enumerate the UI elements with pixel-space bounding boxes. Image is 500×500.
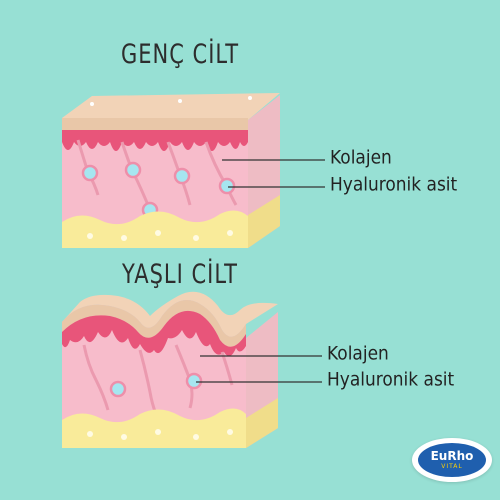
aged-hyaluronic-molecule (109, 380, 127, 398)
aged-side-fat (246, 398, 278, 448)
logo-badge: EuRho VITAL (418, 443, 486, 477)
young-fat-dot (193, 235, 199, 241)
aged-hyaluronic-molecule (185, 372, 203, 390)
young-hyaluronic-molecule (81, 164, 99, 182)
aged-fat-dot (87, 431, 93, 437)
aged-fat-layer (62, 408, 246, 448)
aged-collagen-fiber (138, 349, 158, 415)
young-hyaluronic-label: Hyaluronik asit (330, 173, 458, 197)
young-fat-dot (227, 230, 233, 236)
young-papillae (62, 130, 248, 151)
young-side-fat (248, 195, 280, 248)
young-fat-layer (62, 210, 248, 248)
logo-sub-text: VITAL (441, 463, 463, 470)
eurho-vital-logo: EuRho VITAL (412, 438, 492, 482)
aged-fat-dot (193, 434, 199, 440)
young-hyaluronic-molecule (124, 161, 142, 179)
young-hyaluronic-molecule (173, 167, 191, 185)
aged-fat-dot (155, 429, 161, 435)
young-skin-title: GENÇ CİLT (120, 39, 240, 69)
aged-skin-block (62, 291, 322, 448)
aged-hyaluronic-label: Hyaluronik asit (327, 368, 455, 392)
young-collagen-label: Kolajen (330, 146, 392, 170)
young-pore (90, 102, 94, 106)
young-skin-block (62, 93, 325, 248)
young-top-face (62, 93, 280, 120)
logo-brand-text: EuRho (430, 449, 474, 463)
aged-top-face (62, 291, 278, 337)
young-hyaluronic-molecule (218, 177, 236, 195)
aged-fat-dot (121, 434, 127, 440)
aged-skin-title: YAŞLI CİLT (122, 259, 238, 289)
young-fat-dot (87, 233, 93, 239)
young-fat-dot (121, 235, 127, 241)
young-fat-dot (155, 230, 161, 236)
young-pore (248, 96, 252, 100)
young-epidermis (62, 118, 248, 130)
aged-epidermis (62, 300, 246, 347)
aged-papillae (62, 310, 246, 357)
young-pore (178, 99, 182, 103)
aged-collagen-fiber (82, 344, 110, 411)
aged-collagen-label: Kolajen (327, 342, 389, 366)
aged-fat-dot (227, 429, 233, 435)
